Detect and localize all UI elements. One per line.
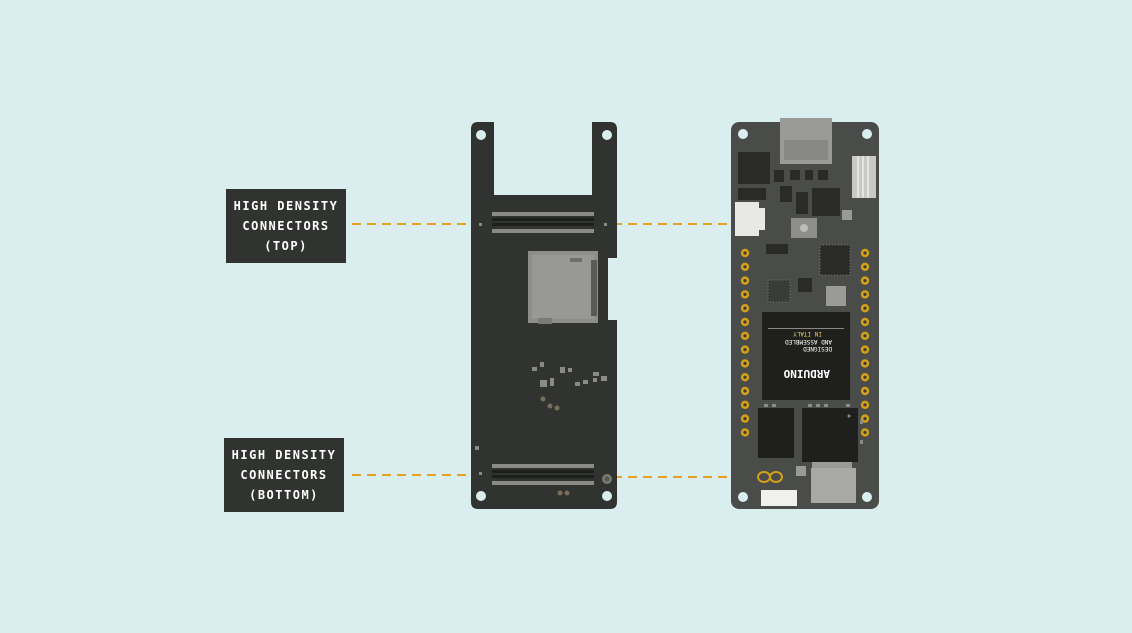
label-top-line1: HIGH DENSITY (233, 199, 339, 213)
component (812, 462, 852, 468)
label-bottom-line3: (BOTTOM) (249, 488, 319, 502)
chip-text-line2: AND ASSEMBLED (785, 338, 832, 345)
label-bottom-line2: CONNECTORS (240, 468, 328, 482)
memory-chip (758, 408, 794, 458)
test-pad (557, 490, 563, 496)
usb-connector-bottom (811, 468, 856, 503)
test-pad (554, 405, 560, 411)
label-high-density-bottom: HIGH DENSITY CONNECTORS (BOTTOM) (224, 438, 344, 512)
white-label-pad (761, 490, 797, 506)
label-bottom-line1: HIGH DENSITY (231, 448, 337, 462)
main-processor: IN ITALY AND ASSEMBLED DESIGNED ARDUINO (762, 312, 850, 400)
chip (738, 152, 770, 184)
label-high-density-top: HIGH DENSITY CONNECTORS (TOP) (226, 189, 346, 263)
chip (826, 286, 846, 306)
label-top-line3: (TOP) (264, 239, 308, 253)
mounting-hole (602, 130, 612, 140)
component (842, 210, 852, 220)
test-pad (547, 403, 553, 409)
mounting-hole (602, 491, 612, 501)
component (796, 466, 806, 476)
chip-text-line1: DESIGNED (803, 345, 832, 352)
passive-components (738, 170, 840, 292)
chip-text-line3: IN ITALY (793, 330, 822, 337)
board-bottom-side (471, 122, 617, 509)
pin-header-left (740, 248, 750, 437)
chip (767, 279, 791, 303)
test-pad (564, 490, 570, 496)
small-components (475, 362, 607, 450)
board-top-side: IN ITALY AND ASSEMBLED DESIGNED ARDUINO (731, 118, 879, 509)
sd-card-slot (528, 251, 598, 324)
brand-text: ARDUINO (783, 367, 830, 380)
chip (819, 244, 851, 276)
hd-connector-bottom (479, 464, 594, 485)
hd-connector-top (479, 212, 607, 233)
leader-lines (352, 223, 732, 478)
mounting-hole (738, 129, 748, 139)
usb-c-connector (780, 118, 832, 164)
mounting-hole (476, 130, 486, 140)
mounting-hole (738, 492, 748, 502)
test-pad (540, 396, 546, 402)
arduino-logo-icon (757, 471, 783, 483)
mounting-hole (862, 492, 872, 502)
mounting-hole (862, 129, 872, 139)
heatsink (852, 156, 876, 198)
label-top-line2: CONNECTORS (242, 219, 330, 233)
battery-connector (735, 202, 765, 236)
pin-header-right (860, 248, 870, 437)
mounting-hole (476, 491, 486, 501)
